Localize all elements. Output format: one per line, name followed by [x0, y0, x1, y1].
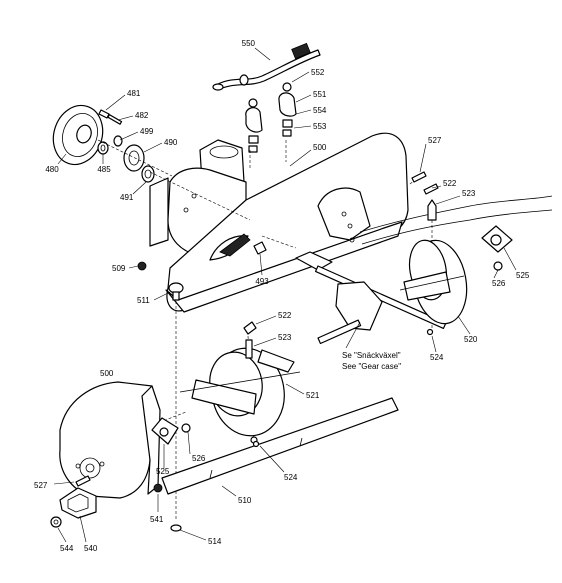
- bolt-493: [253, 241, 267, 255]
- bolt-522-top: [423, 183, 439, 195]
- callout-524-bottom: 524: [284, 473, 298, 482]
- knob-511: [168, 282, 184, 301]
- pin-523-top: [427, 199, 437, 221]
- bolt-541: [153, 483, 163, 493]
- chute-bracket-right: [278, 82, 297, 137]
- pulley-480: [52, 104, 104, 166]
- skid-540: [59, 487, 97, 519]
- callout-523-mid: 523: [278, 333, 292, 342]
- callout-480: 480: [45, 165, 59, 174]
- nut-544: [50, 516, 62, 528]
- bearing-flange-525: [481, 225, 513, 253]
- callout-526-bottom: 526: [192, 454, 206, 463]
- callout-500-bottom: 500: [100, 369, 114, 378]
- callout-523-top: 523: [462, 189, 476, 198]
- pin-523-mid: [245, 339, 253, 359]
- gear-case-note-en: See "Gear case": [342, 362, 401, 371]
- bolt-524-right: [426, 328, 434, 336]
- bearing-flange-525-bottom: [151, 417, 179, 445]
- callout-550: 550: [242, 39, 256, 48]
- callout-527-top: 527: [428, 136, 442, 145]
- side-cover-500: [59, 381, 161, 499]
- callout-520: 520: [464, 335, 478, 344]
- callout-526-right: 526: [492, 279, 506, 288]
- screw-481: [98, 109, 110, 119]
- scraper-bar-510: [161, 397, 399, 495]
- callout-554: 554: [313, 106, 327, 115]
- flange-499: [113, 135, 123, 147]
- impeller-tube: [359, 195, 553, 245]
- gear-case-note-sv: Se "Snäckväxel": [342, 351, 401, 360]
- callout-551: 551: [313, 90, 327, 99]
- callout-500-top: 500: [313, 143, 327, 152]
- washer-485: [97, 141, 109, 155]
- callout-552: 552: [311, 68, 325, 77]
- callout-521: 521: [306, 391, 320, 400]
- callout-522-mid: 522: [278, 311, 292, 320]
- bolt-526-bottom: [181, 423, 191, 433]
- bolt-524-bottom: [252, 440, 260, 448]
- callout-514: 514: [208, 537, 222, 546]
- callout-544: 544: [60, 544, 74, 553]
- bearing-490: [123, 144, 145, 172]
- leader-lines: [53, 47, 517, 543]
- callout-490: 490: [164, 138, 178, 147]
- callout-481: 481: [127, 89, 141, 98]
- auger-housing: [149, 132, 409, 313]
- gear-case-note: Se "Snäckväxel" See "Gear case": [342, 351, 401, 371]
- callout-511: 511: [137, 296, 150, 305]
- callout-491: 491: [120, 193, 134, 202]
- chute-bracket-left: [245, 98, 263, 153]
- callout-493: 493: [255, 277, 269, 286]
- callout-510: 510: [238, 496, 252, 505]
- auger-right-520: [399, 239, 468, 325]
- callout-509: 509: [112, 264, 126, 273]
- bolt-522-mid: [243, 321, 257, 335]
- callout-525-right: 525: [516, 271, 530, 280]
- callout-labels: 550 552 551 554 553 481 482 499 490 480 …: [34, 39, 530, 553]
- callout-541: 541: [150, 515, 164, 524]
- nut-514: [170, 524, 182, 532]
- callout-485: 485: [97, 165, 111, 174]
- bolt-526: [493, 261, 503, 271]
- callout-540: 540: [84, 544, 98, 553]
- callout-482: 482: [135, 111, 149, 120]
- impeller-shaft: [295, 251, 447, 345]
- auger-left-521: [179, 347, 301, 437]
- chute-crank-rod: [212, 42, 321, 91]
- callout-524-right: 524: [430, 353, 444, 362]
- bearing-491: [141, 165, 155, 183]
- callout-527-bottom: 527: [34, 481, 48, 490]
- callout-553: 553: [313, 122, 327, 131]
- callout-499: 499: [140, 127, 154, 136]
- nut-509: [137, 261, 147, 271]
- callout-525-bottom: 525: [156, 467, 170, 476]
- bolt-527-bottom: [75, 475, 91, 487]
- callout-522-top: 522: [443, 179, 457, 188]
- bolt-527-top: [411, 171, 427, 183]
